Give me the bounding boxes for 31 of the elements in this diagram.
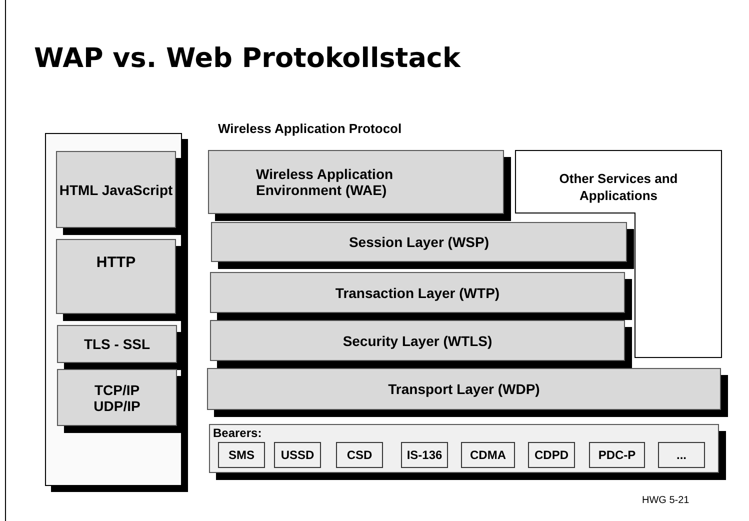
bearer-box: [401, 442, 448, 468]
layer-label: CSD: [346, 447, 372, 464]
layer-label: Other Services and Applications: [558, 170, 679, 204]
stack-heading: Wireless Application Protocol: [218, 121, 402, 137]
layer-label: Transport Layer (WDP): [388, 381, 540, 397]
layer-label: Transaction Layer (WTP): [335, 284, 500, 300]
layer-label: Wireless Application Environment (WAE): [256, 166, 394, 198]
layer-label: Security Layer (WTLS): [342, 332, 492, 348]
layer-label: CDMA: [470, 447, 506, 464]
layer-label: Session Layer (WSP): [348, 234, 490, 250]
bearer-box: [589, 442, 645, 468]
layer-label: Bearers:: [213, 426, 262, 440]
layer-label: IS-136: [406, 447, 442, 464]
layer-label: HTTP: [96, 253, 136, 273]
bearer-box: [274, 442, 321, 468]
layer-label: TLS - SSL: [84, 336, 150, 352]
slide-title: WAP vs. Web Protokollstack: [34, 42, 460, 76]
bearer-box: [528, 442, 575, 468]
layer-label: USSD: [280, 447, 314, 464]
layer-label: ...: [676, 447, 686, 464]
bearer-box: [218, 442, 265, 468]
layer-label: PDC-P: [598, 447, 636, 464]
bearer-box: [461, 442, 515, 468]
slide-number: HWG 5-21: [642, 495, 690, 507]
layer-label: HTML JavaScript: [59, 182, 173, 198]
layer-label: CDPD: [534, 447, 568, 464]
layer-label: SMS: [228, 447, 254, 464]
services-area: [515, 150, 722, 358]
bearer-box: [336, 442, 383, 468]
bearer-box: [658, 442, 705, 468]
layer-label: TCP/IP UDP/IP: [92, 382, 142, 414]
